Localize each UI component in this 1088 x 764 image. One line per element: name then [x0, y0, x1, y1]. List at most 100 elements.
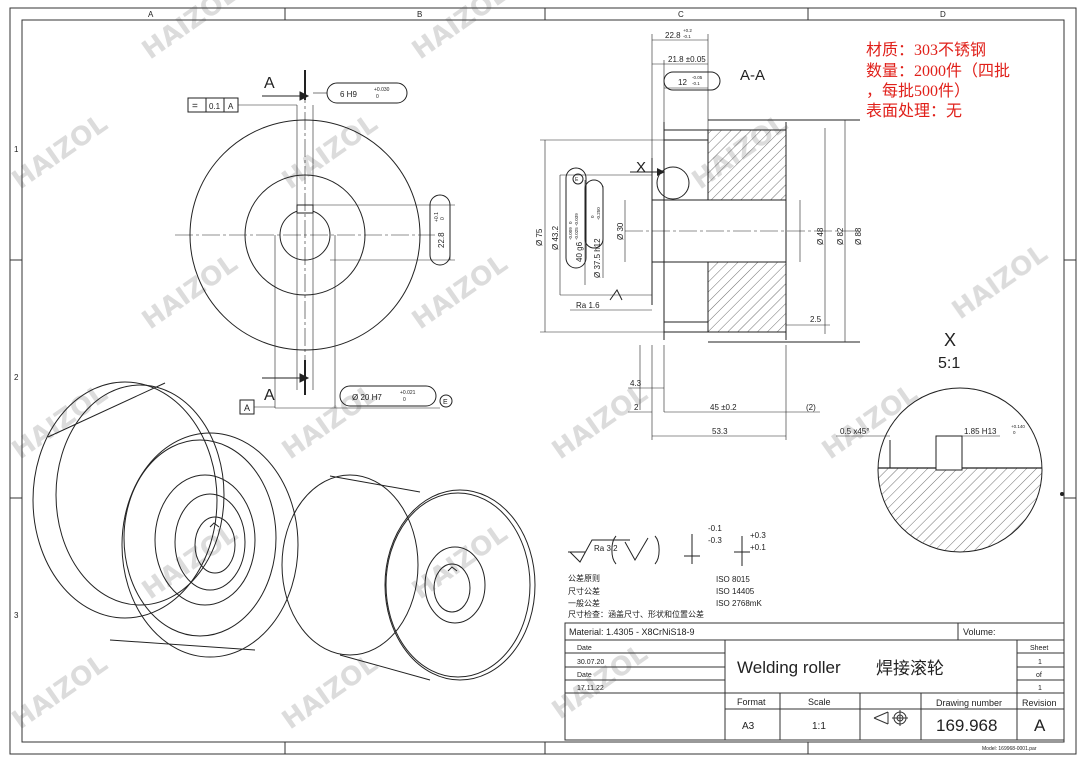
dim-d40: 40 g6: [575, 241, 584, 262]
zone-col-b: B: [417, 10, 422, 19]
detail-view-labels: X 5:1 0.5 x45° 1.85 H13 +0.140 0: [840, 330, 1025, 436]
watermark: HAIZOL: [547, 639, 654, 726]
watermark: HAIZOL: [817, 379, 924, 466]
sheet-value: 1: [1038, 659, 1042, 666]
sheet-frame: [9, 7, 1077, 755]
dim-d43: Ø 43.2: [551, 225, 560, 250]
watermark: HAIZOL: [407, 519, 514, 606]
date-value-2: 17.11.22: [577, 685, 604, 692]
note-surface: 表面处理：无: [866, 102, 962, 120]
detail-scale: 5:1: [938, 355, 960, 372]
drawing-number-label: Drawing number: [936, 698, 1002, 708]
dim-d30: Ø 30: [616, 222, 625, 240]
watermark: HAIZOL: [137, 249, 244, 336]
revision-label: Revision: [1022, 698, 1057, 708]
front-view: [175, 70, 455, 415]
of-value: 1: [1038, 685, 1042, 692]
scale-value: 1:1: [812, 721, 826, 732]
sheet-label: Sheet: [1030, 645, 1048, 652]
geo-tol-datum: A: [228, 102, 234, 111]
dim-d40-tol-upper: -0.009: [568, 227, 573, 240]
dim-overall-top: 22.8: [665, 31, 681, 40]
detail-label: X: [944, 330, 956, 350]
roughness-ra: Ra 3.2: [594, 544, 618, 553]
section-label-bottom: A: [264, 387, 275, 404]
isometric-view-right: [281, 474, 536, 681]
dim-d375-tol-upper: 0: [590, 215, 595, 218]
dim-d88: Ø 88: [854, 227, 863, 245]
dim-533: 53.3: [712, 427, 728, 436]
tol2-upper: +0.3: [750, 531, 766, 540]
dim-w25: 2.5: [810, 315, 822, 324]
detail-marker: X: [636, 159, 646, 176]
dim-d43-tol-upper: 0: [568, 221, 573, 224]
format-label: Format: [737, 697, 766, 707]
of-label: of: [1036, 672, 1042, 679]
datum-a-label: A: [244, 403, 250, 413]
date-label-1: Date: [577, 645, 592, 652]
std-label-3: 一般公差: [568, 598, 600, 608]
dim-d40-tol-lower: -0.025: [574, 227, 579, 240]
watermark: HAIZOL: [407, 0, 514, 66]
section-view-labels: A-A X 22.8 +0.2 -0.1 21.8 ±0.05 12 -0.05…: [535, 28, 863, 436]
key-width-tol-lower: 0: [376, 94, 379, 100]
roughness-block: [568, 534, 750, 566]
zone-col-d: D: [940, 10, 946, 19]
detail-groove-dim: 1.85 H13: [964, 427, 997, 436]
bore-tol-upper: +0.021: [400, 390, 416, 396]
watermark: HAIZOL: [137, 519, 244, 606]
zone-col-a: A: [148, 10, 154, 19]
geo-tol-value: 0.1: [209, 102, 221, 111]
std-value-2: ISO 14405: [716, 587, 755, 596]
detail-groove-tol-upper: +0.140: [1011, 424, 1025, 429]
tol1-upper: -0.1: [708, 524, 722, 533]
red-notes: 材质：303不锈钢 数量：2000件（四批 ，每批500件） 表面处理：无: [866, 41, 1010, 120]
std-value-1: ISO 8015: [716, 575, 750, 584]
title-block: [564, 622, 1065, 741]
key-depth-tol-upper: +0.1: [434, 212, 440, 222]
watermark: HAIZOL: [277, 649, 384, 736]
zone-row-2: 2: [14, 373, 19, 382]
title-en: Welding roller: [737, 658, 841, 677]
std-inspection: 尺寸检查：涵盖尺寸、形状和位置公差: [568, 609, 704, 619]
zone-row-3: 3: [14, 611, 19, 620]
key-depth-dim: 22.8: [437, 232, 446, 248]
title-block-labels: Material: 1.4305 - X8CrNiS18-9 Volume: D…: [569, 627, 1057, 752]
title-cn: 焊接滚轮: [876, 659, 944, 678]
tol1-lower: -0.3: [708, 536, 722, 545]
dim-2-ref: (2): [806, 403, 816, 412]
dim-d43-tol-lower: -0.039: [574, 213, 579, 226]
tol2-lower: +0.1: [750, 543, 766, 552]
section-view: [540, 34, 860, 440]
dim-groove-tol-upper: -0.05: [692, 75, 703, 80]
dim-43: 4.3: [630, 379, 642, 388]
bore-dim: Ø 20 H7: [352, 393, 382, 402]
key-width-dim: 6 H9: [340, 90, 357, 99]
date-value-1: 30.07.20: [577, 659, 604, 666]
roughness-labels: Ra 3.2 -0.1 -0.3 +0.3 +0.1 公差原则 ISO 8015…: [568, 524, 766, 619]
revision-value: A: [1034, 716, 1046, 735]
dim-45: 45 ±0.2: [710, 403, 737, 412]
watermark: HAIZOL: [277, 379, 384, 466]
note-material: 材质：303不锈钢: [866, 41, 986, 59]
isometric-view-left: [32, 381, 299, 658]
envelope-icon: E: [575, 177, 579, 183]
note-quantity: 数量：2000件（四批: [866, 62, 1010, 80]
format-value: A3: [742, 721, 755, 732]
material-text: Material: 1.4305 - X8CrNiS18-9: [569, 627, 695, 637]
volume-label: Volume:: [963, 627, 996, 637]
watermark: HAIZOL: [407, 249, 514, 336]
watermark: HAIZOL: [547, 379, 654, 466]
zone-col-c: C: [678, 10, 684, 19]
dim-overall-tol-lower: -0.1: [683, 34, 691, 39]
key-width-tol-upper: +0.030: [374, 87, 390, 93]
model-ref: Model: 169968-0001.par: [982, 746, 1037, 752]
watermark: HAIZOL: [277, 109, 384, 196]
key-depth-tol-lower: 0: [440, 217, 446, 220]
front-view-labels: A A = 0.1 A 6 H9 +0.030 0 22.8 +0.1 0 Ø …: [192, 75, 448, 413]
dim-overall-tol-upper: +0.2: [683, 28, 692, 33]
watermark: HAIZOL: [7, 649, 114, 736]
drawing-number-value: 169.968: [936, 716, 997, 735]
section-label-top: A: [264, 75, 275, 92]
std-label-1: 公差原则: [568, 573, 600, 583]
